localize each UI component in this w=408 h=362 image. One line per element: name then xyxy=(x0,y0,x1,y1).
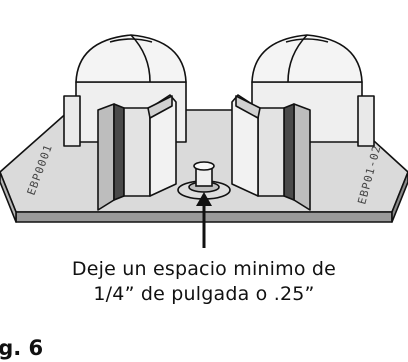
caption-line-1: Deje un espacio minimo de xyxy=(71,258,337,280)
assembly-illustration: EBP0001 EBP01-02 xyxy=(0,34,408,248)
right-bracket xyxy=(231,94,311,211)
center-spacer xyxy=(177,161,231,200)
figure-label: ig. 6 xyxy=(0,336,44,360)
left-bracket xyxy=(97,94,177,211)
arrow-pointer xyxy=(196,192,212,248)
caption-line-2: 1/4” de pulgada o .25” xyxy=(93,283,315,305)
